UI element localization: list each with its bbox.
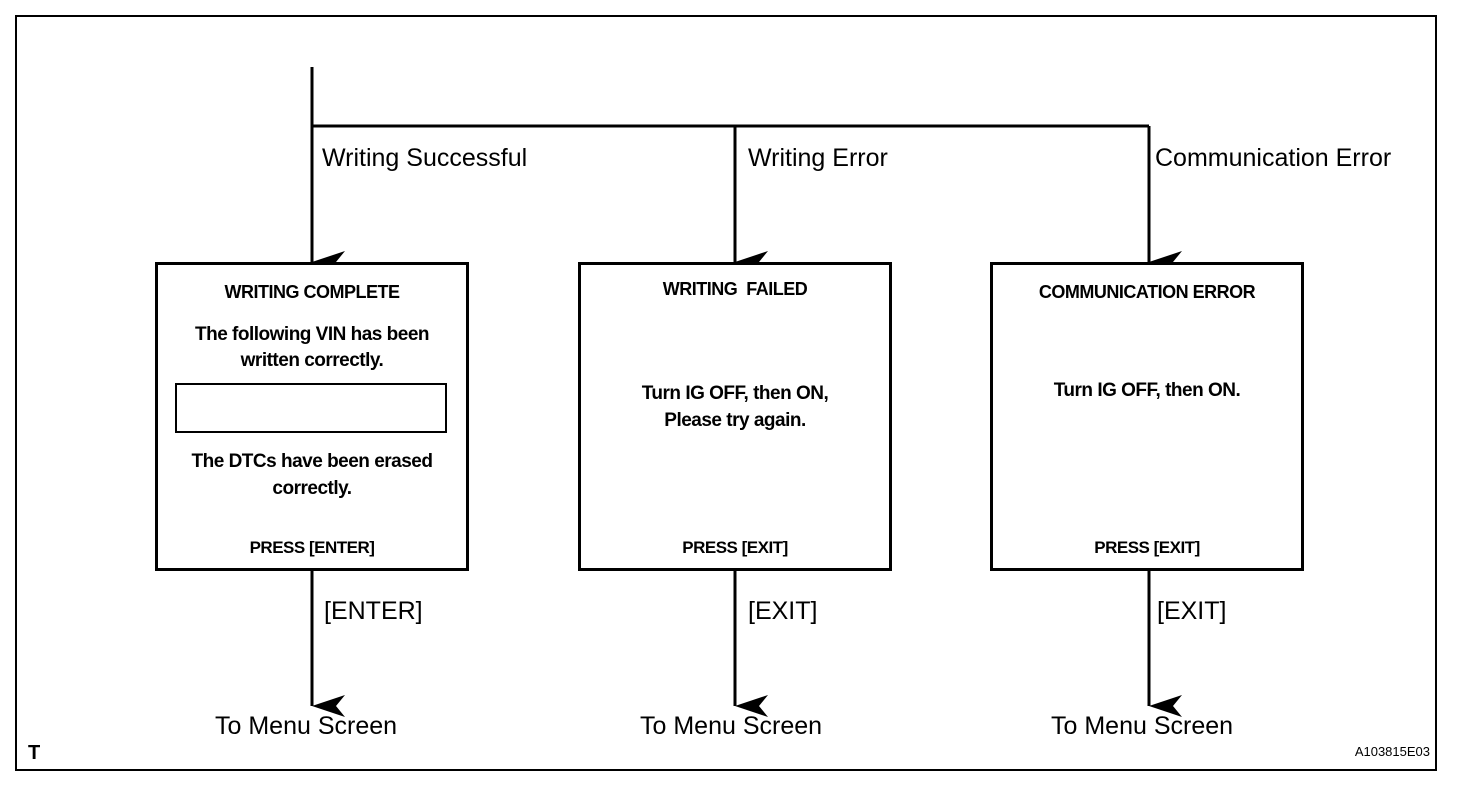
screen-text-line: The DTCs have been erased (191, 451, 433, 472)
screen-prompt: PRESS [EXIT] (1094, 538, 1200, 557)
screen-title: WRITING FAILED (662, 279, 808, 299)
destination-menu-screen: To Menu Screen (215, 712, 398, 740)
screen-text-line: correctly. (272, 478, 352, 499)
action-label-exit: [EXIT] (1157, 597, 1227, 625)
vin-display-box (175, 383, 447, 433)
corner-mark: T (28, 742, 41, 764)
screen-text-line: written correctly. (240, 350, 384, 371)
screen-prompt: PRESS [EXIT] (682, 538, 788, 557)
screen-title: WRITING COMPLETE (224, 282, 401, 302)
branch-label-communication-error: Communication Error (1155, 144, 1392, 172)
screen-prompt: PRESS [ENTER] (249, 538, 375, 557)
screen-writing-complete: WRITING COMPLETE The following VIN has b… (155, 262, 469, 571)
screen-text-line: The following VIN has been (194, 324, 430, 345)
diagram-frame (15, 15, 1437, 771)
screen-communication-error: COMMUNICATION ERROR Turn IG OFF, then ON… (990, 262, 1304, 571)
branch-label-writing-successful: Writing Successful (322, 144, 528, 172)
screen-title: COMMUNICATION ERROR (1038, 282, 1256, 302)
screen-text-line: Turn IG OFF, then ON, (641, 383, 829, 404)
destination-menu-screen: To Menu Screen (1051, 712, 1234, 740)
action-label-exit: [EXIT] (748, 597, 818, 625)
screen-writing-failed: WRITING FAILED Turn IG OFF, then ON, Ple… (578, 262, 892, 571)
screen-text-line: Please try again. (664, 410, 806, 431)
branch-label-writing-error: Writing Error (748, 144, 888, 172)
action-label-enter: [ENTER] (324, 597, 423, 625)
destination-menu-screen: To Menu Screen (640, 712, 823, 740)
figure-id: A103815E03 (1354, 744, 1430, 759)
screen-text-line: Turn IG OFF, then ON. (1053, 380, 1241, 401)
